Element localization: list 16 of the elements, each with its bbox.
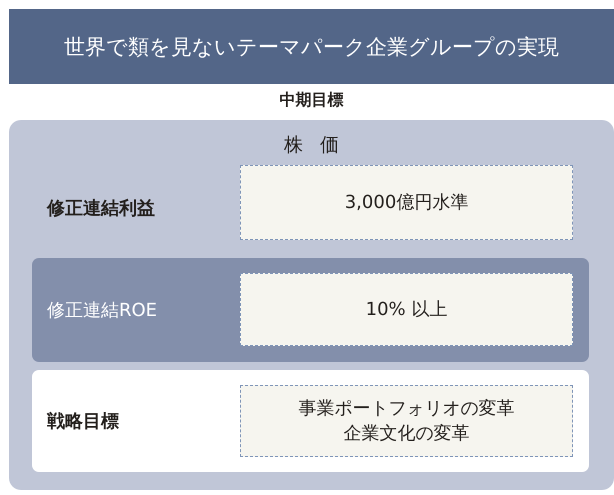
section-heading: 中期目標	[278, 90, 344, 111]
row-label: 修正連結利益	[47, 197, 155, 220]
value-box	[240, 385, 573, 457]
row-label: 修正連結ROE	[47, 299, 158, 322]
value-text: 3,000億円水準	[344, 190, 468, 215]
value-text: 10% 以上	[366, 298, 448, 322]
value-box	[240, 273, 573, 346]
heading-text: 株価	[282, 133, 358, 158]
value-text: 事業ポートフォリオの変革	[298, 396, 514, 421]
row-label: 戦略目標	[47, 410, 119, 433]
title-text: 世界で類を見ないテーマパーク企業グループの実現	[64, 34, 559, 60]
value-text: 企業文化の変革	[344, 422, 470, 446]
value-box	[240, 165, 573, 240]
title-banner	[9, 9, 614, 84]
roe-band	[32, 258, 589, 362]
strategy-band	[32, 370, 589, 472]
